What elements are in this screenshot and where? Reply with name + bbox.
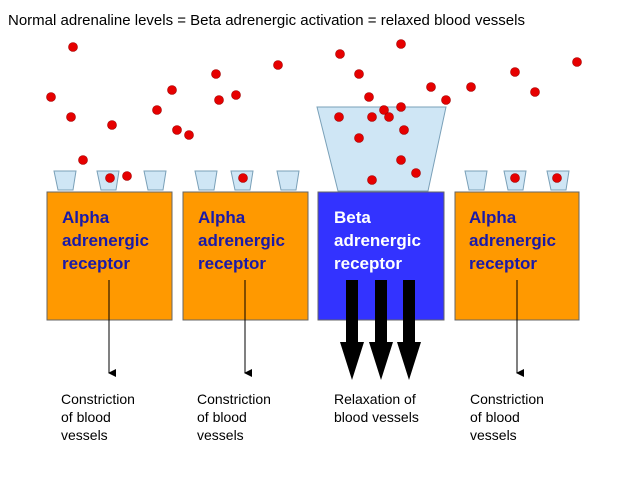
binding-cup (143, 170, 167, 191)
effect-line: Constriction (61, 391, 135, 407)
effect-line: of blood (61, 409, 111, 425)
adrenaline-molecule (364, 92, 374, 102)
receptor-label-3: Beta adrenergic receptor (334, 206, 421, 275)
adrenaline-molecule (399, 125, 409, 135)
adrenaline-molecule (211, 69, 221, 79)
adrenaline-molecule (354, 69, 364, 79)
label-line: receptor (198, 254, 267, 273)
adrenaline-molecule (367, 112, 377, 122)
diagram-title: Normal adrenaline levels = Beta adrenerg… (8, 12, 525, 29)
adrenaline-molecule (396, 39, 406, 49)
adrenaline-molecule (184, 130, 194, 140)
adrenaline-molecule (152, 105, 162, 115)
binding-cup (464, 170, 488, 191)
adrenaline-molecule (238, 173, 248, 183)
adrenaline-molecules (46, 39, 582, 185)
adrenaline-molecule (335, 49, 345, 59)
effect-label-3: Relaxation of blood vessels (334, 390, 419, 426)
effect-line: Constriction (470, 391, 544, 407)
beta-signal-arrow (369, 280, 393, 380)
effect-line: of blood (470, 409, 520, 425)
adrenaline-molecule (367, 175, 377, 185)
adrenaline-molecule (172, 125, 182, 135)
adrenaline-molecule (379, 105, 389, 115)
effect-line: Constriction (197, 391, 271, 407)
label-line: adrenergic (334, 231, 421, 250)
label-line: adrenergic (198, 231, 285, 250)
label-line: Beta (334, 208, 371, 227)
adrenaline-molecule (105, 173, 115, 183)
adrenaline-molecule (107, 120, 117, 130)
beta-signal-arrows (340, 280, 421, 380)
adrenaline-molecule (46, 92, 56, 102)
adrenaline-molecule (552, 173, 562, 183)
effect-line: vessels (470, 427, 517, 443)
adrenaline-molecule (510, 67, 520, 77)
effect-label-4: Constriction of blood vessels (470, 390, 544, 444)
adrenaline-molecule (441, 95, 451, 105)
adrenaline-molecule (572, 57, 582, 67)
adrenaline-molecule (122, 171, 132, 181)
effect-label-2: Constriction of blood vessels (197, 390, 271, 444)
adrenaline-molecule (334, 112, 344, 122)
adrenaline-molecule (273, 60, 283, 70)
effect-line: Relaxation of (334, 391, 416, 407)
binding-cup (53, 170, 77, 191)
effect-label-1: Constriction of blood vessels (61, 390, 135, 444)
binding-cup (194, 170, 218, 191)
adrenaline-molecule (68, 42, 78, 52)
adrenaline-molecule (396, 102, 406, 112)
binding-cup (276, 170, 300, 191)
adrenaline-molecule (411, 168, 421, 178)
adrenaline-molecule (426, 82, 436, 92)
label-line: Alpha (198, 208, 246, 227)
label-line: adrenergic (62, 231, 149, 250)
label-line: Alpha (469, 208, 517, 227)
beta-signal-arrow (340, 280, 364, 380)
adrenaline-molecule (396, 155, 406, 165)
label-line: receptor (469, 254, 538, 273)
adrenaline-molecule (214, 95, 224, 105)
label-line: adrenergic (469, 231, 556, 250)
effect-line: of blood (197, 409, 247, 425)
effect-line: vessels (197, 427, 244, 443)
adrenaline-molecule (167, 85, 177, 95)
label-line: Alpha (62, 208, 110, 227)
effect-line: vessels (61, 427, 108, 443)
adrenaline-molecule (354, 133, 364, 143)
adrenaline-molecule (466, 82, 476, 92)
adrenaline-molecule (66, 112, 76, 122)
adrenaline-molecule (384, 112, 394, 122)
effect-line: blood vessels (334, 409, 419, 425)
label-line: receptor (62, 254, 131, 273)
label-line: receptor (334, 254, 403, 273)
beta-signal-arrow (397, 280, 421, 380)
adrenaline-molecule (510, 173, 520, 183)
adrenaline-molecule (78, 155, 88, 165)
receptor-label-2: Alpha adrenergic receptor (198, 206, 285, 275)
receptor-label-1: Alpha adrenergic receptor (62, 206, 149, 275)
receptor-label-4: Alpha adrenergic receptor (469, 206, 556, 275)
adrenaline-molecule (231, 90, 241, 100)
adrenaline-molecule (530, 87, 540, 97)
